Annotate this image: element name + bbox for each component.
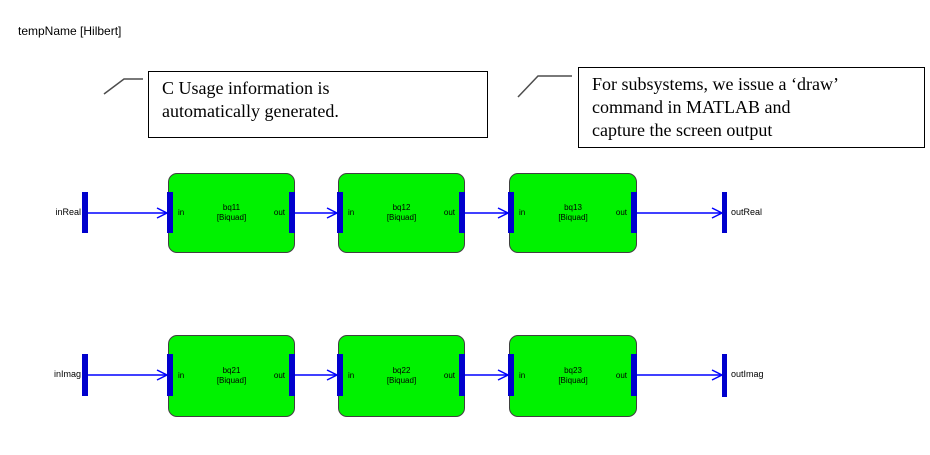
block-subtitle: [Biquad] xyxy=(386,376,417,385)
block-bq13[interactable]: in bq13 [Biquad] out xyxy=(509,173,637,253)
block-subtitle: [Biquad] xyxy=(216,376,247,385)
output-port-label-outimag: outImag xyxy=(731,369,764,379)
arrowhead-icon xyxy=(156,369,169,381)
block-name: bq21 xyxy=(222,366,241,375)
callout-text-line: For subsystems, we issue a ‘draw’ xyxy=(592,74,839,94)
block-outport-label: out xyxy=(615,208,627,217)
block-subtitle: [Biquad] xyxy=(558,213,588,222)
block-bq11[interactable]: in bq11 [Biquad] out xyxy=(168,173,295,253)
source-port-bar xyxy=(82,192,88,233)
block-outport-label: out xyxy=(273,208,285,217)
block-subtitle: [Biquad] xyxy=(558,376,588,385)
block-inport-label: in xyxy=(348,371,355,380)
input-port-label-inreal: inReal xyxy=(55,207,81,217)
callout-text-line: command in MATLAB and xyxy=(592,97,791,117)
source-port-bar xyxy=(82,354,88,396)
callout-leader-line xyxy=(103,78,143,95)
callout-draw-command: For subsystems, we issue a ‘draw’ comman… xyxy=(578,67,925,148)
block-subtitle: [Biquad] xyxy=(216,213,247,222)
block-inport-label: in xyxy=(519,208,526,217)
block-bq23[interactable]: in bq23 [Biquad] out xyxy=(509,335,637,417)
arrowhead-icon xyxy=(497,207,510,219)
block-subtitle: [Biquad] xyxy=(386,213,417,222)
sink-port-bar xyxy=(722,192,727,233)
block-inport-label: in xyxy=(519,371,526,380)
arrowhead-icon xyxy=(497,369,510,381)
block-inport-label: in xyxy=(178,208,185,217)
block-name: bq23 xyxy=(564,366,582,375)
callout-text-line: capture the screen output xyxy=(592,120,773,140)
output-port-label-outreal: outReal xyxy=(731,207,763,217)
arrowhead-icon xyxy=(156,207,169,219)
block-outport-label: out xyxy=(615,371,627,380)
input-port-label-inimag: inImag xyxy=(53,369,81,379)
page-title: tempName [Hilbert] xyxy=(18,24,122,38)
callout-text-line: automatically generated. xyxy=(162,101,339,121)
block-bq21[interactable]: in bq21 [Biquad] out xyxy=(168,335,295,417)
block-name: bq11 xyxy=(222,203,241,212)
callout-leader-line xyxy=(517,75,572,98)
block-bq22[interactable]: in bq22 [Biquad] out xyxy=(338,335,465,417)
callout-text-line: C Usage information is xyxy=(162,78,330,98)
arrowhead-icon xyxy=(326,369,339,381)
block-inport-label: in xyxy=(178,371,185,380)
block-name: bq13 xyxy=(564,203,582,212)
arrowhead-icon xyxy=(326,207,339,219)
block-name: bq22 xyxy=(392,366,411,375)
block-outport-label: out xyxy=(443,208,455,217)
block-name: bq12 xyxy=(392,203,411,212)
callout-c-usage: C Usage information is automatically gen… xyxy=(148,71,488,138)
sink-port-bar xyxy=(722,354,727,397)
block-outport-label: out xyxy=(273,371,285,380)
block-outport-label: out xyxy=(443,371,455,380)
arrowhead-icon xyxy=(711,207,724,219)
block-inport-label: in xyxy=(348,208,355,217)
block-bq12[interactable]: in bq12 [Biquad] out xyxy=(338,173,465,253)
arrowhead-icon xyxy=(711,369,724,381)
